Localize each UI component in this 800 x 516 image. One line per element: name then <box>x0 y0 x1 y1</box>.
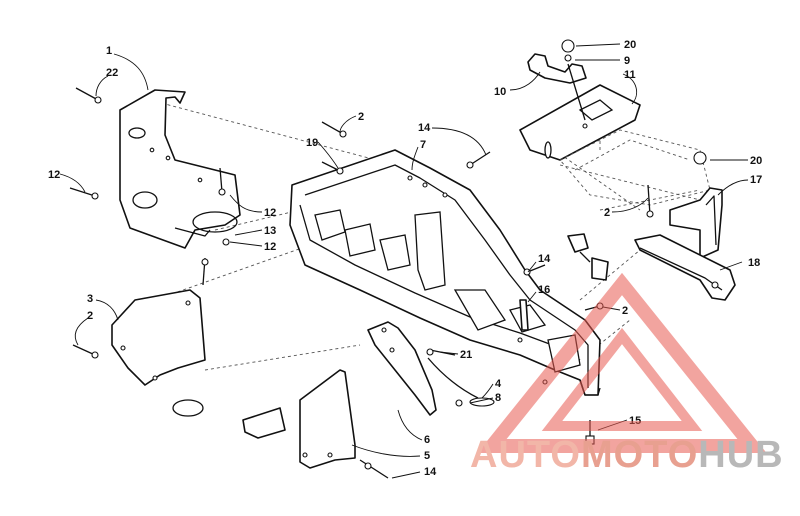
callout-4: 4 <box>495 378 502 390</box>
leader-lines <box>59 43 749 479</box>
watermark-moto: MOTO <box>580 434 699 476</box>
callout-18: 18 <box>748 257 760 269</box>
callout-2-mid: 2 <box>622 305 628 317</box>
callout-9: 9 <box>624 55 630 67</box>
part-10-top-bracket <box>527 53 587 84</box>
callout-labels: 1 22 12 12 13 12 2 19 7 14 20 9 10 11 20… <box>48 39 762 478</box>
watermark-hub: HUB <box>698 434 784 476</box>
callout-5: 5 <box>424 450 430 462</box>
watermark-auto: AUTO <box>470 434 581 476</box>
callout-10: 10 <box>494 86 506 98</box>
callout-7: 7 <box>420 139 426 151</box>
callout-6: 6 <box>424 434 430 446</box>
callout-22: 22 <box>106 67 118 79</box>
callout-19: 19 <box>306 137 318 149</box>
callout-11: 11 <box>624 69 636 81</box>
fasteners <box>69 39 707 479</box>
part-17-handle <box>669 187 723 259</box>
watermark-text: AUTOMOTOHUB <box>470 434 784 477</box>
alignment-lines <box>149 99 701 371</box>
watermark-triangle-logo <box>477 272 767 453</box>
callout-8: 8 <box>495 392 501 404</box>
callout-20-top: 20 <box>624 39 636 51</box>
callout-1: 1 <box>106 45 112 57</box>
callout-13: 13 <box>264 225 276 237</box>
part-1-left-bracket <box>119 89 241 249</box>
part-18-rail <box>634 234 736 301</box>
part-11-seat-plate <box>519 84 641 161</box>
callout-20-right: 20 <box>750 155 762 167</box>
part-6-gusset <box>367 321 437 416</box>
background-frame-outline <box>559 129 711 206</box>
part-5-front-plate <box>242 369 356 469</box>
callout-14-top: 14 <box>418 122 431 134</box>
callout-3: 3 <box>87 293 93 305</box>
callout-17: 17 <box>750 174 762 186</box>
callout-21: 21 <box>460 349 472 361</box>
part-3-lower-plate <box>111 289 206 417</box>
callout-2-right: 2 <box>604 207 610 219</box>
callout-12-right-bottom: 12 <box>264 241 276 253</box>
callout-14-bottom: 14 <box>424 466 437 478</box>
callout-2-top: 2 <box>358 111 364 123</box>
callout-16: 16 <box>538 284 550 296</box>
callout-14-mid: 14 <box>538 253 551 265</box>
callout-12-right-top: 12 <box>264 207 276 219</box>
part-16-clip <box>519 233 609 331</box>
callout-12-left: 12 <box>48 169 60 181</box>
callout-2-left: 2 <box>87 310 93 322</box>
